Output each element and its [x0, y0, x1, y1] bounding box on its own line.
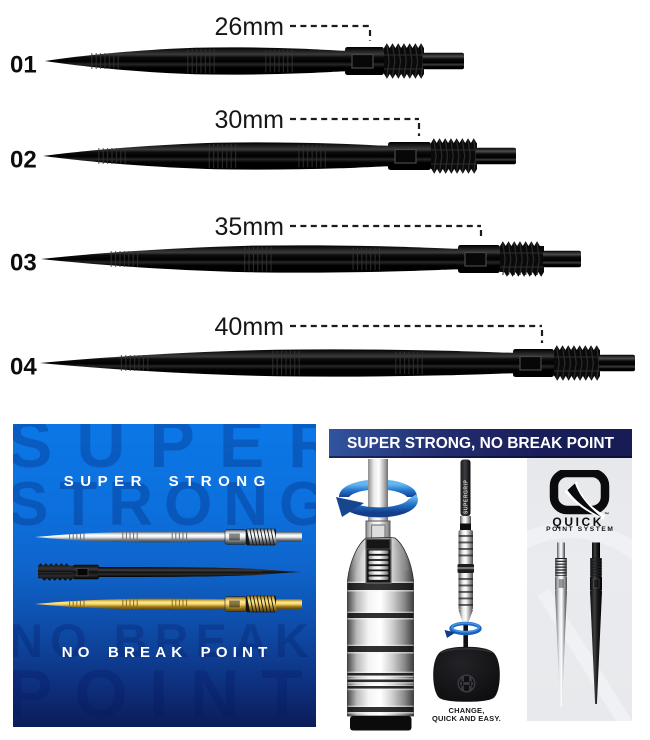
- length-dimension-label: 40mm: [215, 313, 284, 341]
- barrel-base: [350, 716, 412, 731]
- point-shaft: [368, 459, 388, 522]
- dart-point-row-3: 03 35mm: [10, 213, 581, 277]
- row-number-label: 03: [10, 250, 37, 277]
- dimension-dashed-line: [290, 224, 483, 239]
- point-stand-holder: [433, 646, 500, 702]
- standing-dart: SUPERGRIP: [457, 459, 474, 649]
- caption-line-1: CHANGE,: [448, 705, 485, 715]
- length-dimension-label: 26mm: [215, 13, 284, 41]
- promo-dart-silver: [35, 528, 302, 546]
- length-dimension-label: 30mm: [215, 106, 284, 134]
- harrows-h-logo-icon: [457, 674, 476, 693]
- quick-brand-text: QUICK: [552, 515, 605, 529]
- quick-point-silver: [555, 542, 567, 707]
- watermark-text: NO BREAK: [13, 614, 316, 667]
- row-number-label: 01: [10, 52, 37, 79]
- promo-dart-black: [38, 563, 302, 581]
- promo-dart-gold: [35, 595, 302, 613]
- caption-change-quick-easy: CHANGE, QUICK AND EASY.: [406, 705, 527, 723]
- point-system-text: POINT SYSTEM: [546, 526, 615, 533]
- promo-header-text: SUPER STRONG, NO BREAK POINT: [347, 434, 614, 452]
- dimension-dashed-line: [290, 324, 544, 343]
- row-number-label: 04: [10, 354, 37, 381]
- quick-point-system-logo-icon: [549, 470, 610, 520]
- dart-point-row-4: 04 40mm: [10, 313, 635, 381]
- quick-change-ring-icon: [444, 621, 482, 638]
- two-points-illustration: [555, 542, 602, 707]
- dart-point-row-1: 01 26mm: [10, 13, 464, 79]
- headline-no-break-point: NO BREAK POINT: [61, 644, 273, 661]
- trademark-symbol: ™: [604, 512, 610, 518]
- length-dimension-label: 35mm: [215, 213, 284, 241]
- dimension-dashed-line: [290, 117, 421, 136]
- quick-wordmark: QUICK™: [527, 512, 632, 529]
- rotation-arrow-front-icon: [336, 494, 418, 518]
- watermark-text: SUPER: [13, 424, 316, 482]
- headline-super-strong: SUPER STRONG: [63, 473, 272, 490]
- barrel-cutaway-illustration: [336, 459, 418, 731]
- promo-header-bar: SUPER STRONG, NO BREAK POINT: [329, 429, 632, 458]
- promo-darts-illustration: [35, 528, 302, 613]
- promo-panel-blue: SUPER STRONG NO BREAK POINT SUPER STRONG…: [13, 424, 316, 727]
- barrel-cutaway: [347, 520, 414, 731]
- watermark-text: POINT: [13, 656, 316, 727]
- caption-line-2: QUICK AND EASY.: [432, 713, 501, 723]
- q-mark: [549, 470, 610, 520]
- row-number-label: 02: [10, 147, 37, 174]
- dart-in-stand-illustration: SUPERGRIP: [433, 459, 500, 702]
- dimension-dashed-line: [290, 24, 372, 41]
- watermark-text: STRONG: [13, 470, 316, 539]
- quick-point-black: [590, 542, 602, 704]
- dart-point-row-2: 02 30mm: [10, 106, 516, 174]
- point-size-diagram: 01 26mm 02 30mm: [10, 13, 635, 381]
- supergrip-label: SUPERGRIP: [463, 479, 469, 514]
- quick-point-system-panel: QUICK™ POINT SYSTEM: [527, 458, 632, 721]
